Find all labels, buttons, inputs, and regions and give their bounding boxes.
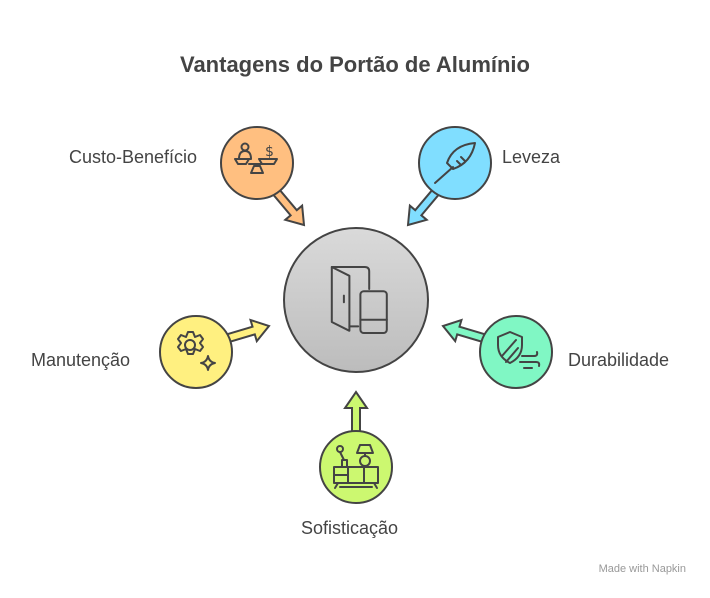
node-manutencao [159, 315, 233, 389]
label-manutencao: Manutenção [31, 350, 131, 370]
label-custo-beneficio: Custo-Benefício [69, 147, 198, 167]
svg-text:$: $ [265, 144, 274, 160]
door-and-gate-icon [330, 266, 388, 334]
label-durabilidade: Durabilidade [568, 350, 670, 370]
balance-scale-person-dollar-icon: $ [234, 142, 278, 174]
center-node [283, 227, 429, 373]
shield-wind-icon [497, 331, 541, 369]
diagram-title: Vantagens do Portão de Alumínio [179, 52, 530, 77]
napkin-credit[interactable]: Made with Napkin [598, 563, 686, 575]
label-leveza: Leveza [502, 147, 561, 167]
gear-sparkle-icon [177, 331, 216, 371]
furniture-lamp-icon [333, 444, 379, 489]
feather-icon [434, 142, 476, 184]
label-sofisticacao: Sofisticação [301, 518, 399, 538]
node-leveza [418, 126, 492, 200]
node-durabilidade [479, 315, 553, 389]
